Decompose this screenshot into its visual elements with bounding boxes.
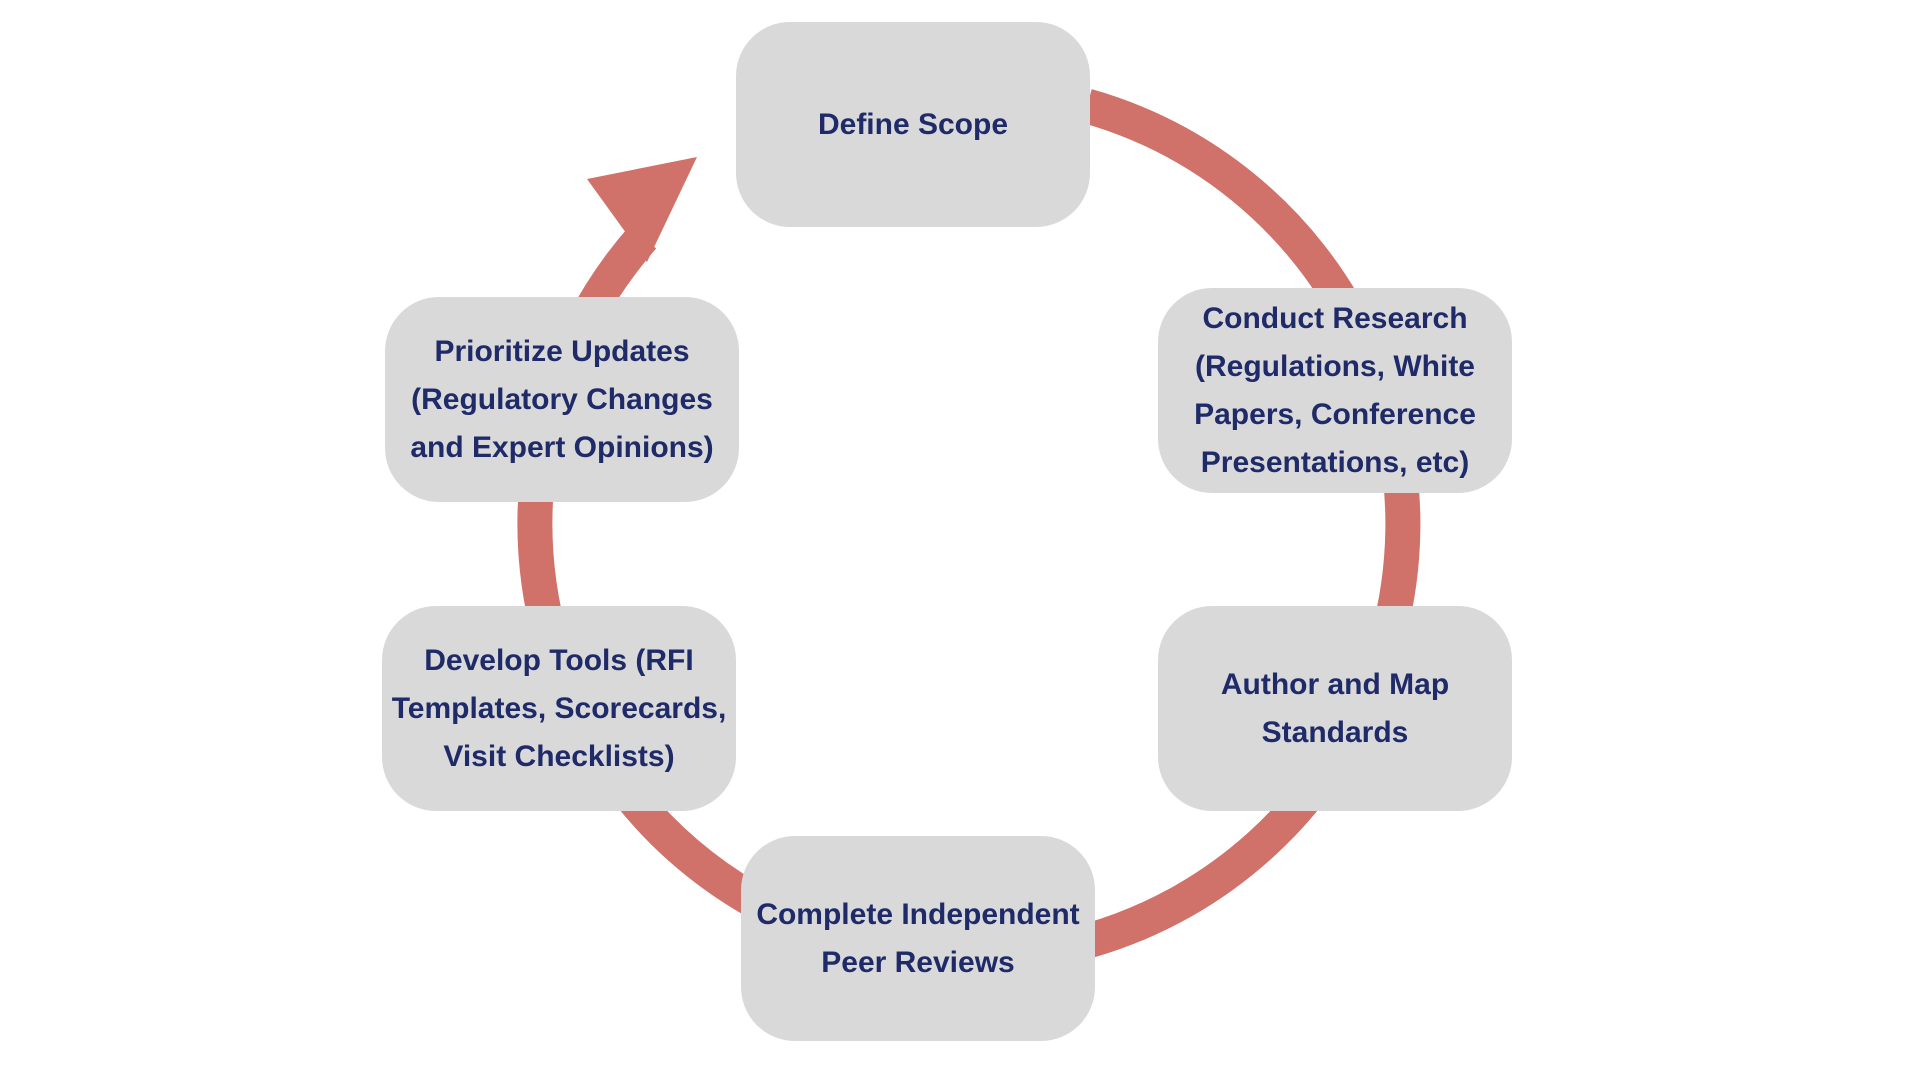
step-label: Author and Map Standards: [1220, 667, 1450, 749]
cycle-arrowhead: [587, 157, 697, 262]
step-label: Prioritize Updates (Regulatory Changes a…: [410, 334, 714, 464]
step-label: Complete Independent Peer Reviews: [756, 897, 1080, 979]
step-complete-peer-reviews: Complete Independent Peer Reviews: [741, 836, 1095, 1041]
step-label: Conduct Research (Regulations, White Pap…: [1194, 301, 1476, 479]
step-develop-tools: Develop Tools (RFI Templates, Scorecards…: [382, 606, 736, 811]
step-label: Define Scope: [817, 107, 1009, 141]
cycle-arc: [517, 89, 1421, 976]
step-conduct-research: Conduct Research (Regulations, White Pap…: [1158, 288, 1512, 493]
step-define-scope: Define Scope: [736, 22, 1090, 227]
step-prioritize-updates: Prioritize Updates (Regulatory Changes a…: [385, 297, 739, 502]
step-label: Develop Tools (RFI Templates, Scorecards…: [391, 643, 727, 773]
step-author-and-map-standards: Author and Map Standards: [1158, 606, 1512, 811]
